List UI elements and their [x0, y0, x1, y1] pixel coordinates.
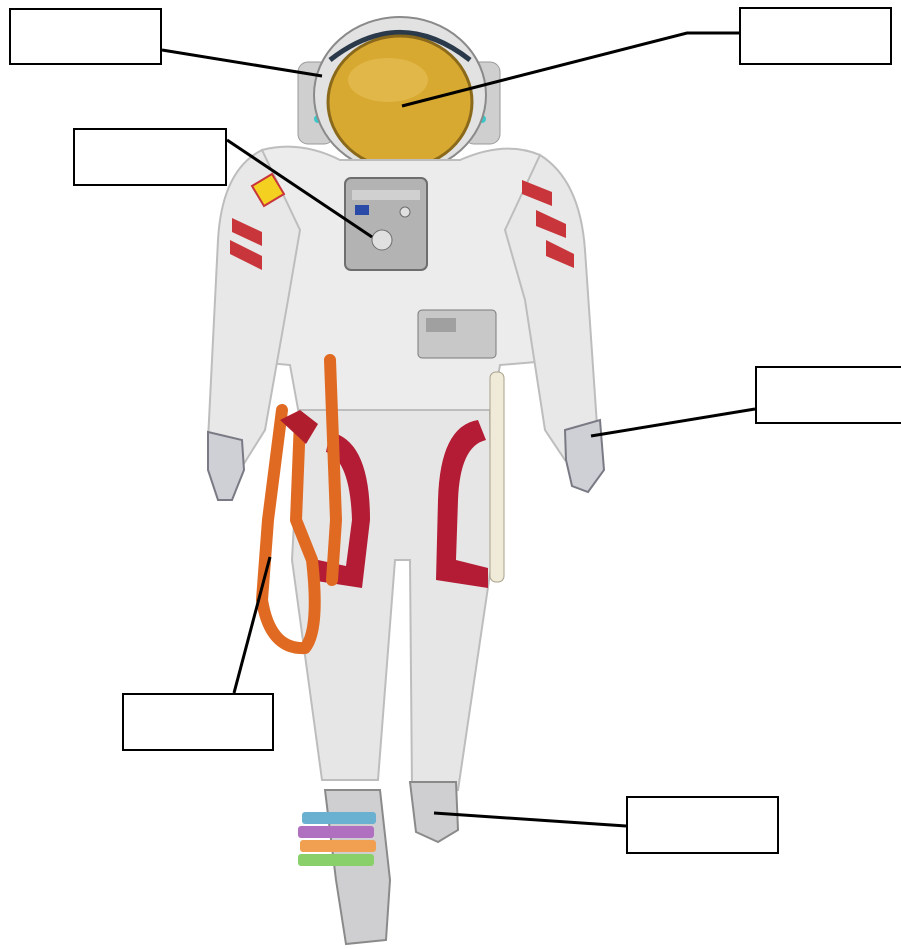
label-box-glove[interactable]: [755, 366, 901, 424]
label-box-boot[interactable]: [626, 796, 779, 854]
astronaut-figure: [208, 17, 604, 944]
boot-right: [410, 782, 458, 842]
waist-control-panel: [418, 310, 496, 358]
leader-line-helmet: [162, 50, 322, 76]
visor: [328, 36, 472, 168]
label-box-visor[interactable]: [739, 7, 892, 65]
side-rope: [490, 372, 504, 582]
label-box-chest-control-unit[interactable]: [73, 128, 227, 186]
leader-line-glove: [591, 409, 755, 436]
glove-left: [208, 432, 244, 500]
label-box-safety-tether[interactable]: [122, 693, 274, 751]
label-box-helmet-shell[interactable]: [9, 8, 162, 65]
leader-line-boot: [434, 813, 626, 826]
glove-right: [565, 420, 604, 492]
